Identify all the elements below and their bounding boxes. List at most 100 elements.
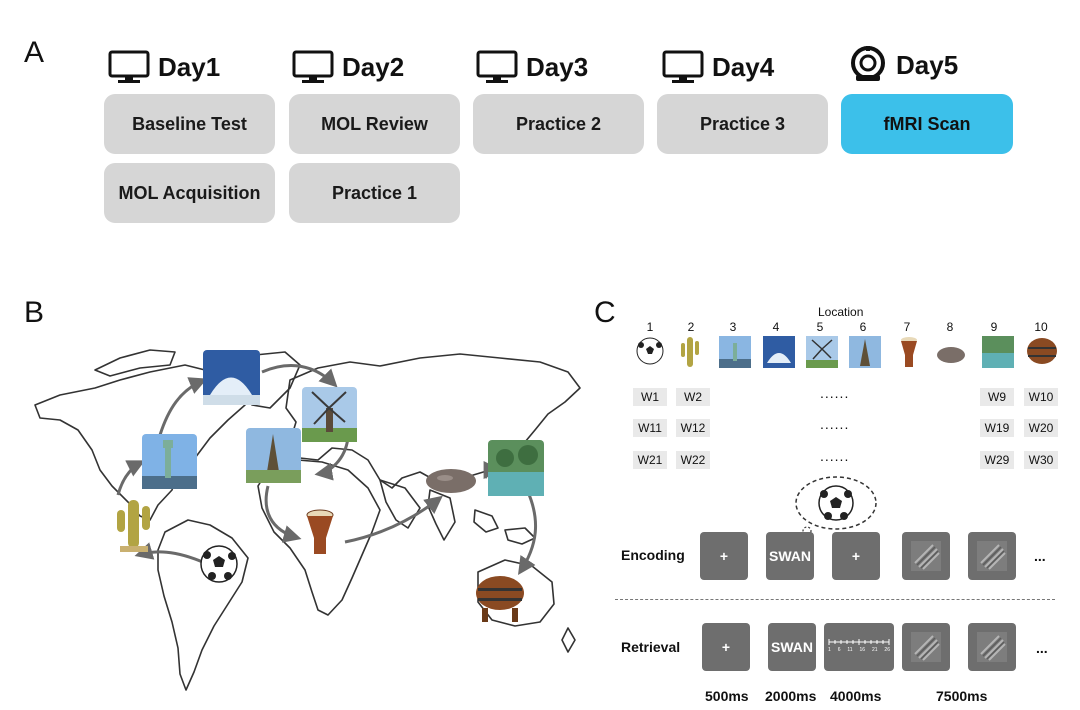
wine-barrel-picture xyxy=(476,576,524,622)
location-rating-scale: 1 6 11 16 21 26 xyxy=(824,623,894,671)
day-header: Day5 xyxy=(848,45,958,85)
djembe-drum-thumb xyxy=(901,337,917,367)
continuation-ellipsis: ... xyxy=(1034,548,1046,564)
gabor-stripes-icon xyxy=(977,541,1007,571)
windmill-thumb xyxy=(806,336,838,368)
location-number: 1 xyxy=(646,320,654,334)
scale-tick-label: 11 xyxy=(847,647,853,653)
location-number: 10 xyxy=(1034,320,1048,334)
landmark-pictures xyxy=(142,350,544,496)
word-cue: SWAN xyxy=(768,623,816,671)
location-number: 7 xyxy=(903,320,911,334)
step-mol-review: MOL Review xyxy=(289,94,460,154)
continuation-ellipsis: ... xyxy=(1036,640,1048,656)
scale-tick-label: 1 xyxy=(828,647,831,653)
word-cell: W9 xyxy=(980,388,1014,406)
fixation-cross: + xyxy=(832,532,880,580)
lagoon-thumb xyxy=(982,336,1014,368)
timing-label: 4000ms xyxy=(830,688,882,704)
day-label: Day5 xyxy=(896,49,959,80)
timing-label: 2000ms xyxy=(765,688,817,704)
day-header: Day2 xyxy=(292,50,404,84)
timing-label: 7500ms xyxy=(936,688,988,704)
day-label: Day1 xyxy=(158,51,221,82)
stone-thumb xyxy=(937,347,965,363)
location-number: 9 xyxy=(990,320,998,334)
gabor-stripes-icon xyxy=(911,541,941,571)
monitor-icon xyxy=(476,50,518,83)
step-practice-1: Practice 1 xyxy=(289,163,460,223)
igloo-thumb xyxy=(763,336,795,368)
fixation-cross: + xyxy=(702,623,750,671)
day-label: Day3 xyxy=(526,51,589,82)
day-header: Day3 xyxy=(476,50,588,84)
gabor-stripes-icon xyxy=(911,632,941,662)
gabor-stripes-icon xyxy=(977,632,1007,662)
day-header: Day1 xyxy=(108,50,220,84)
stone-picture xyxy=(426,469,476,493)
object-pictures xyxy=(117,469,524,622)
section-divider xyxy=(615,599,1055,600)
location-number: 2 xyxy=(687,320,695,334)
location-number: 4 xyxy=(772,320,780,334)
location-number: 5 xyxy=(816,320,824,334)
igloo-photo xyxy=(203,350,260,405)
word-ellipsis: ...... xyxy=(820,448,850,464)
word-cell: W21 xyxy=(633,451,667,469)
word-ellipsis: ...... xyxy=(820,416,850,432)
soccer-ball-picture xyxy=(200,545,238,583)
eiffel-tower-thumb xyxy=(849,336,881,368)
thought-bubble xyxy=(795,476,877,544)
word-cell: W29 xyxy=(980,451,1014,469)
mri-scanner-icon xyxy=(851,46,885,81)
word-cue: SWAN xyxy=(766,532,814,580)
statue-of-liberty-photo xyxy=(142,434,197,489)
step-fmri-scan: fMRI Scan xyxy=(841,94,1013,154)
location-number: 8 xyxy=(946,320,954,334)
wine-barrel-thumb xyxy=(1027,338,1057,364)
step-practice-3: Practice 3 xyxy=(657,94,828,154)
location-number: 3 xyxy=(729,320,737,334)
word-cell: W30 xyxy=(1024,451,1058,469)
fixation-cross: + xyxy=(700,532,748,580)
eiffel-tower-photo xyxy=(246,428,301,483)
scale-ticks xyxy=(828,639,890,645)
gabor-patch xyxy=(902,623,950,671)
location-title: Location xyxy=(818,305,864,319)
cactus-thumb xyxy=(681,337,699,367)
cactus-picture xyxy=(117,500,150,552)
panel-label-b: B xyxy=(24,296,45,329)
monitor-icon xyxy=(292,50,334,83)
gabor-patch xyxy=(968,623,1016,671)
scale-tick-label: 26 xyxy=(884,647,890,653)
panel-label-c: C xyxy=(594,296,616,329)
panel-label-a: A xyxy=(24,36,45,69)
monitor-icon xyxy=(662,50,704,83)
statue-of-liberty-thumb xyxy=(719,336,751,368)
windmill-photo xyxy=(302,387,357,442)
scale-tick-label: 16 xyxy=(859,647,866,653)
timing-label: 500ms xyxy=(705,688,749,704)
location-objects-strip xyxy=(636,336,1057,368)
gabor-patch xyxy=(902,532,950,580)
word-cell: W2 xyxy=(676,388,710,406)
step-mol-acquisition: MOL Acquisition xyxy=(104,163,275,223)
word-cell: W22 xyxy=(676,451,710,469)
djembe-drum-picture xyxy=(306,509,334,554)
word-cell: W1 xyxy=(633,388,667,406)
word-cell: W12 xyxy=(676,419,710,437)
retrieval-label: Retrieval xyxy=(621,639,681,655)
encoding-label: Encoding xyxy=(621,547,685,563)
word-cell: W10 xyxy=(1024,388,1058,406)
world-map-route xyxy=(34,349,581,691)
scale-tick-labels: 1 6 11 16 21 26 xyxy=(828,647,890,653)
scale-tick-label: 21 xyxy=(871,647,878,653)
step-practice-2: Practice 2 xyxy=(473,94,644,154)
location-number: 6 xyxy=(859,320,867,334)
soccer-ball-icon xyxy=(818,485,854,521)
word-cell: W20 xyxy=(1024,419,1058,437)
scale-tick-label: 6 xyxy=(837,647,841,653)
word-cell: W19 xyxy=(980,419,1014,437)
gabor-patch xyxy=(968,532,1016,580)
monitor-icon xyxy=(108,50,150,83)
